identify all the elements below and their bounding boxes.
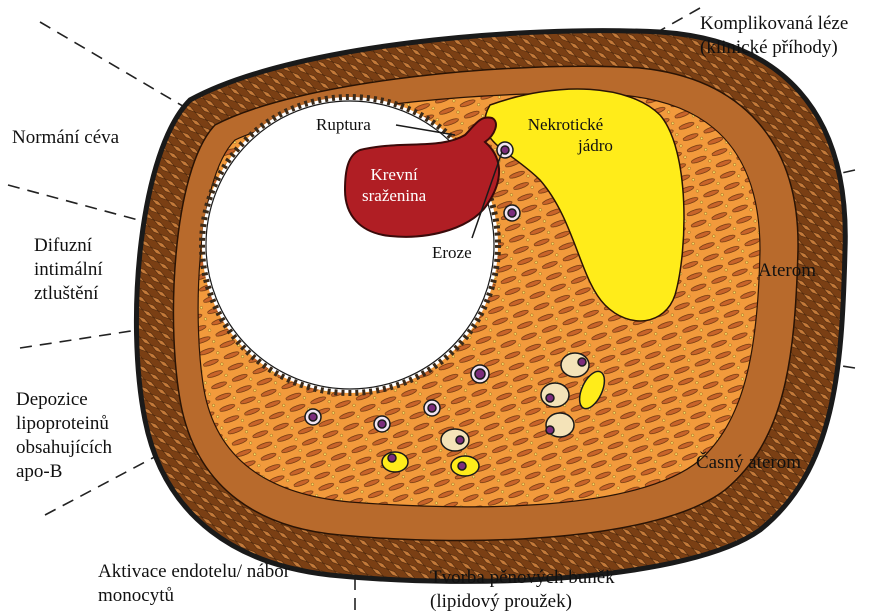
label-erosion: Eroze xyxy=(432,242,472,263)
label-endothelial-activation: Aktivace endotelu/ nábor monocytů xyxy=(98,560,290,608)
label-rupture: Ruptura xyxy=(316,114,371,135)
label-foam-cells: Tvorba pěnových buněk (lipidový proužek) xyxy=(430,566,615,614)
label-normal-vessel: Normání céva xyxy=(12,126,119,150)
label-early-atheroma: Časný aterom xyxy=(696,451,801,475)
label-lipoprotein-deposition: Depozice lipoproteinů obsahujících apo-B xyxy=(16,388,112,484)
label-diffuse-thickening: Difuzní intimální ztluštění xyxy=(34,234,103,306)
label-complicated-lesion: Komplikovaná léze (klinické příhody) xyxy=(700,12,848,60)
label-necrotic-core: Nekrotické jádro xyxy=(518,114,613,156)
label-atheroma: Aterom xyxy=(758,259,816,283)
label-blood-clot: Krevní sraženina xyxy=(362,164,426,206)
